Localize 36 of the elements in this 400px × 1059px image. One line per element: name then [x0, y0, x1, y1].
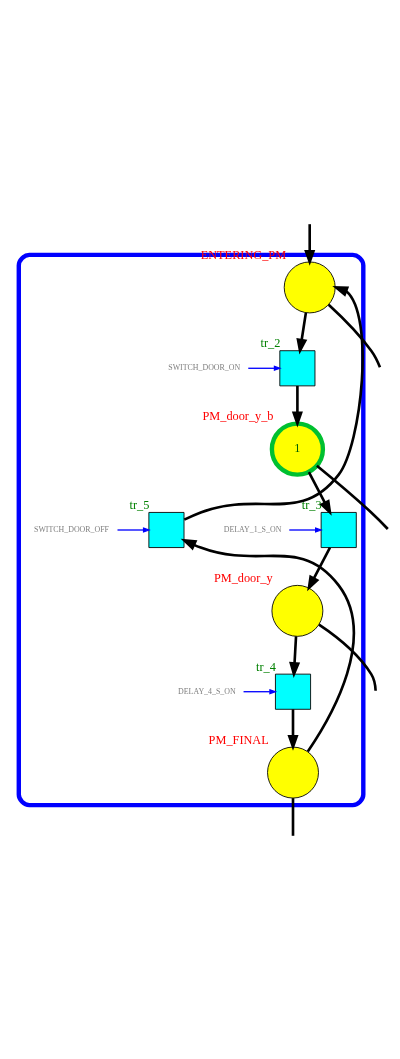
arrow [180, 538, 355, 752]
arrow [291, 385, 303, 427]
node-box [275, 673, 311, 710]
node-circle [267, 746, 319, 798]
node-label: PM_FINAL [208, 732, 269, 747]
connector [316, 464, 389, 530]
connector [318, 623, 377, 691]
node-box [279, 349, 316, 386]
arrow [296, 312, 308, 355]
node-text: DELAY_1_S_ON [223, 524, 282, 534]
node-text: DELAY_4_S_ON [178, 686, 236, 696]
node-label: PM_door_y_b [202, 408, 274, 423]
node-box [148, 511, 185, 548]
arrow [287, 708, 299, 751]
connector [327, 303, 382, 368]
node-circle [283, 261, 336, 313]
node-label: PM_door_y [213, 570, 273, 585]
arrow [242, 688, 278, 694]
node-box [320, 511, 357, 548]
arrow [307, 546, 332, 591]
node-label: tr_4 [256, 659, 276, 674]
node-text: SWITCH_DOOR_ON [168, 362, 241, 372]
node-circle [271, 584, 324, 637]
node-circle: 1 [269, 420, 326, 477]
connector [291, 797, 295, 836]
arrow [288, 526, 323, 533]
arrow [183, 285, 364, 521]
node-label: tr_2 [260, 335, 281, 350]
arrow [307, 470, 332, 516]
arrow [289, 635, 301, 678]
node-text: SWITCH_DOOR_OFF [34, 524, 110, 534]
arrow [304, 223, 316, 266]
arrow [247, 365, 282, 371]
node-label: tr_3 [301, 497, 322, 512]
arrow [116, 526, 151, 533]
node-label: tr_5 [129, 497, 150, 512]
